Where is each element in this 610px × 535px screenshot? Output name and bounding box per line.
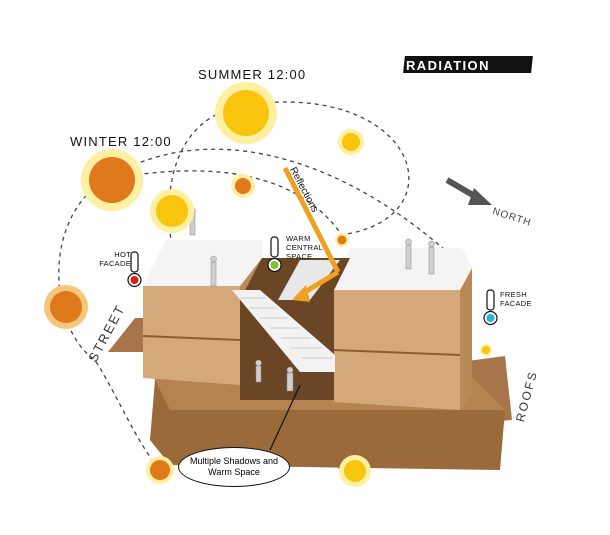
shadows-callout: Multiple Shadows and Warm Space [178, 447, 290, 487]
winter-arc-upper [104, 148, 446, 251]
summer-sun-path [168, 101, 410, 471]
right-block-front [334, 290, 460, 410]
winter-sun-small-center [335, 233, 349, 247]
figures [189, 207, 435, 392]
callout-pointer [269, 384, 301, 451]
reflection-beam [282, 166, 341, 274]
reflection-arrowhead [292, 285, 310, 302]
winter-sun-bottom [146, 456, 174, 484]
staircase [232, 290, 335, 372]
north-arrow-icon [445, 177, 492, 205]
page-title: RADIATION [406, 58, 490, 73]
winter-sun-path [58, 170, 346, 471]
shadows-callout-text: Multiple Shadows and Warm Space [189, 456, 279, 477]
summer-sun-big [215, 82, 277, 144]
fresh-thermometer-icon [483, 289, 498, 326]
warm-thermometer-icon [267, 236, 282, 273]
hot-thermometer-icon [127, 251, 142, 288]
winter-label: WINTER 12:00 [70, 134, 172, 149]
summer-sun-bottom [339, 455, 371, 487]
right-block-side [460, 268, 472, 410]
left-block-front [143, 286, 240, 385]
hot-facade-label: HOT FACADE [99, 250, 131, 268]
left-block-top [143, 240, 262, 286]
warm-central-label: WARM CENTRAL SPACE [286, 234, 323, 261]
winter-sun-left [44, 285, 88, 329]
summer-sun-right-small [480, 344, 492, 356]
stair-steps [240, 297, 333, 359]
summer-label: SUMMER 12:00 [198, 67, 307, 82]
right-block-top [334, 248, 472, 290]
winter-sun-mid [231, 174, 255, 198]
upper-stair [278, 260, 340, 300]
summer-sun-upper-right [338, 129, 364, 155]
fresh-facade-label: FRESH FACADE [500, 290, 532, 308]
summer-sun-left [150, 189, 194, 233]
winter-sun-big [81, 149, 143, 211]
